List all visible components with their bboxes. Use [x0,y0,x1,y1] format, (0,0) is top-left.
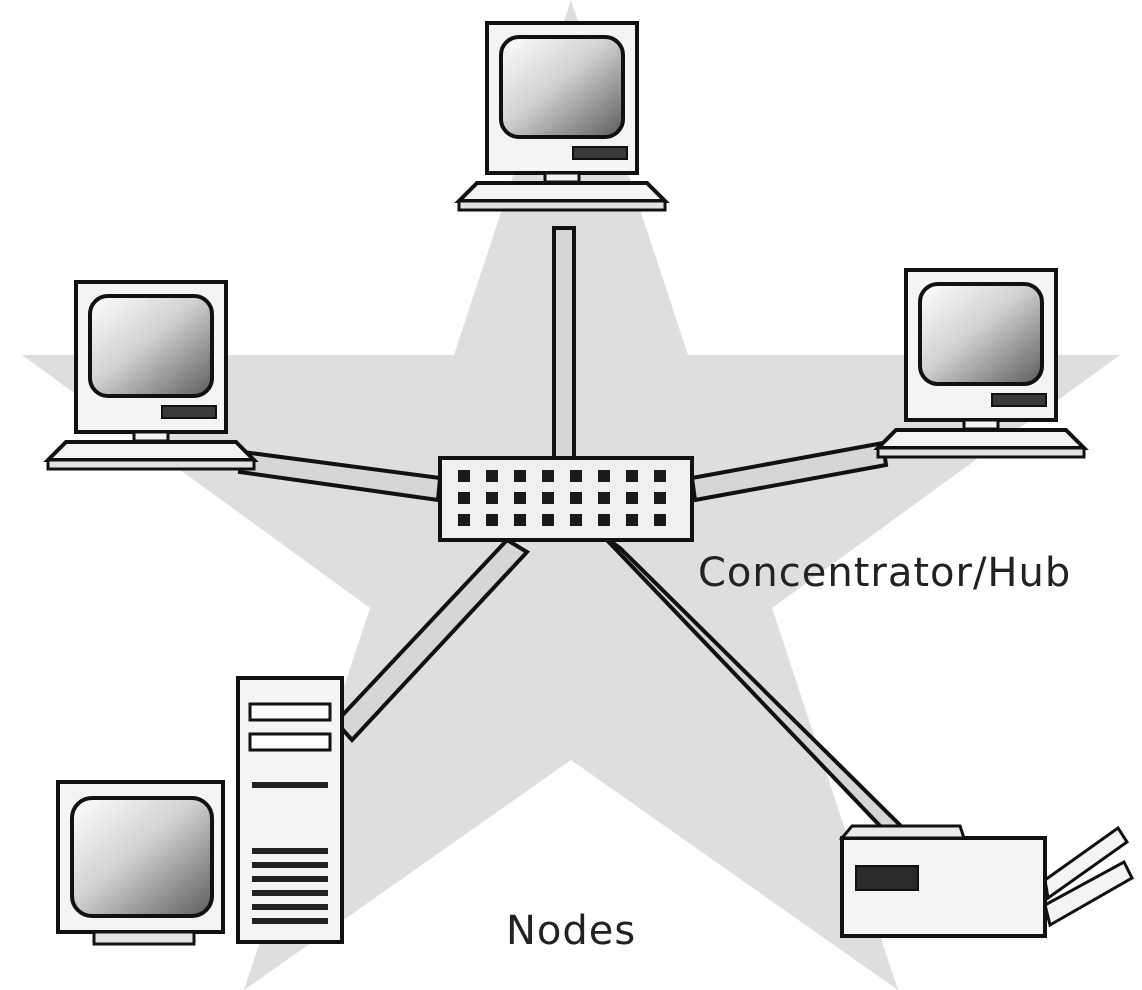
cable-tower [333,537,531,743]
hub-port [598,470,610,482]
hub-port-grid [458,470,666,526]
hub-icon [438,456,694,542]
cable-top [552,226,576,460]
hub-label: Concentrator/Hub [698,550,1071,596]
hub-port [458,492,470,504]
hub-port [486,492,498,504]
hub-port [654,492,666,504]
hub-port [486,470,498,482]
hub-port [458,514,470,526]
hub-port [570,470,582,482]
hub-port [626,492,638,504]
computer-icon-top [457,21,667,212]
hub-port [458,470,470,482]
tower-computer-icon [236,676,344,944]
hub-port [570,492,582,504]
hub-port [598,492,610,504]
computer-icon-left [46,280,256,471]
hub-port [598,514,610,526]
hub-port [514,514,526,526]
monitor-icon [56,780,225,946]
nodes-label: Nodes [506,908,636,954]
hub-port [654,470,666,482]
hub-port [514,470,526,482]
printer-icon [838,824,1134,938]
cable-group [237,226,910,832]
hub-port [542,514,554,526]
hub-port [514,492,526,504]
hub-port [626,514,638,526]
hub-port [654,514,666,526]
hub-port [542,492,554,504]
hub-port [626,470,638,482]
computer-icon-right [876,268,1086,459]
hub-port [570,514,582,526]
hub-port [542,470,554,482]
hub-port [486,514,498,526]
